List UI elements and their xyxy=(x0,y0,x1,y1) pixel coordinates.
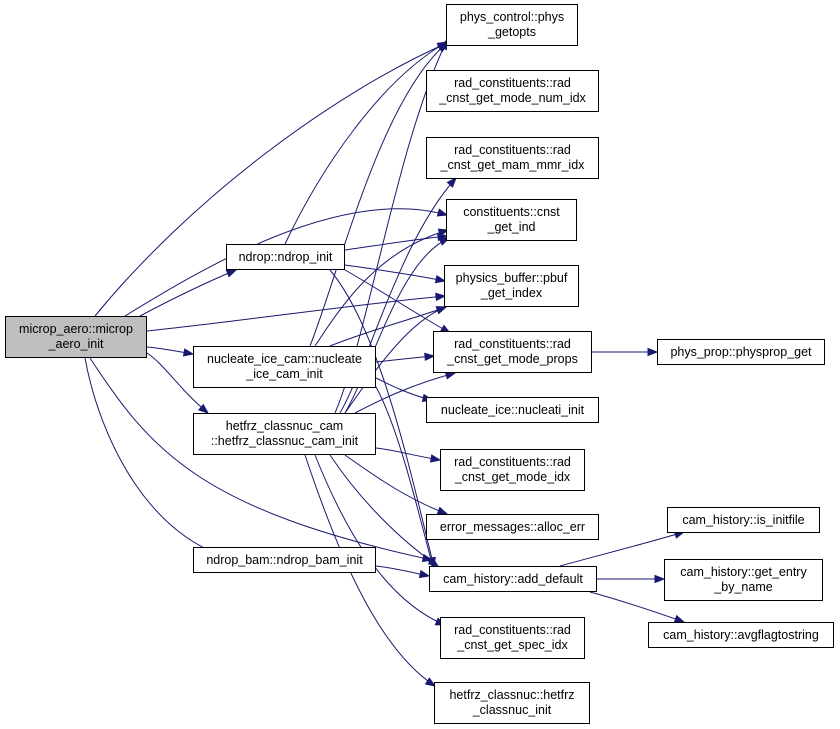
node-label-line1: error_messages::alloc_err xyxy=(439,519,586,534)
edge-nucleate-to-pbuf-get-index xyxy=(329,306,447,347)
edge-microp-to-add-default xyxy=(89,357,433,561)
node-label-line1: cam_history::add_default xyxy=(443,571,583,586)
node-label-line1: hetfrz_classnuc::hetfrz xyxy=(449,688,575,702)
node-label-line2: _cnst_get_spec_idx xyxy=(457,638,568,652)
edge-nucleate-to-rad-cnst-get-mode-props-arrowhead xyxy=(424,352,436,362)
edge-microp-to-nucleate-ice-cam-init-arrowhead xyxy=(182,348,195,357)
node-label-line1: physics_buffer::pbuf xyxy=(455,271,568,285)
node-label-line1: phys_prop::physprop_get xyxy=(670,344,812,359)
node-hetfrz-classnuc-cam-init[interactable]: hetfrz_classnuc_cam ::hetfrz_classnuc_ca… xyxy=(193,413,376,455)
edge-ndrop-to-phys-getopts xyxy=(284,41,448,245)
edge-hetfrz-to-rad-cnst-get-mam-mmr-idx xyxy=(339,177,457,414)
node-label-line2: _ice_cam_init xyxy=(246,367,323,381)
node-label-line1: rad_constituents::rad xyxy=(454,455,571,469)
node-label-line1: microp_aero::microp xyxy=(19,322,133,336)
edge-hetfrz-to-add-default-arrowhead xyxy=(427,557,440,567)
node-label-line2: _cnst_get_mam_mmr_idx xyxy=(440,158,585,172)
node-label-line2: _getopts xyxy=(488,25,536,39)
edge-ndrop-to-pbuf-get-index-arrowhead xyxy=(434,274,447,284)
node-label-line1: ndrop::ndrop_init xyxy=(238,249,333,264)
node-nucleate-ice-cam-init[interactable]: nucleate_ice_cam::nucleate _ice_cam_init xyxy=(193,346,376,388)
edge-microp-to-cnst-get-ind xyxy=(124,208,448,317)
node-cnst-get-ind[interactable]: constituents::cnst _get_ind xyxy=(446,199,577,241)
node-label-line1: cam_history::is_initfile xyxy=(682,512,805,527)
edge-hetfrz-to-hetfrz-classnuc-init-arrowhead xyxy=(424,677,437,687)
edge-microp-to-pbuf-get-index xyxy=(146,295,446,332)
node-ndrop-init[interactable]: ndrop::ndrop_init xyxy=(226,244,345,270)
node-avgflagtostring[interactable]: cam_history::avgflagtostring xyxy=(648,622,834,648)
edge-hetfrz-to-rad-cnst-get-mam-mmr-idx-arrowhead xyxy=(446,176,457,188)
edge-hetfrz-to-alloc-err xyxy=(344,454,448,515)
edge-hetfrz-to-pbuf-get-index-arrowhead xyxy=(435,306,448,315)
node-label-line1: ndrop_bam::ndrop_bam_init xyxy=(206,552,363,567)
edge-hetfrz-to-cnst-get-ind xyxy=(344,237,450,414)
node-alloc-err[interactable]: error_messages::alloc_err xyxy=(426,514,599,540)
node-nucleati-init[interactable]: nucleate_ice::nucleati_init xyxy=(426,397,599,423)
edge-hetfrz-to-rad-cnst-get-mode-idx-arrowhead xyxy=(429,454,442,463)
edge-microp-to-phys-getopts xyxy=(94,42,448,317)
node-label-line1: nucleate_ice_cam::nucleate xyxy=(207,352,362,366)
edge-microp-to-ndrop-bam-init xyxy=(84,357,238,561)
edge-ndrop-bam-to-add-default-arrowhead xyxy=(418,569,431,579)
edge-nucleate-to-phys-getopts xyxy=(309,42,448,347)
edge-mode-props-to-physprop-get-arrowhead xyxy=(647,347,659,357)
edge-ndrop-to-add-default xyxy=(329,269,435,568)
node-add-default[interactable]: cam_history::add_default xyxy=(429,566,597,592)
node-label-line2: _get_ind xyxy=(487,220,536,234)
edge-microp-to-ndrop-init-arrowhead xyxy=(225,269,238,278)
node-label-line1: nucleate_ice::nucleati_init xyxy=(440,402,585,417)
node-microp-aero-init[interactable]: microp_aero::microp _aero_init xyxy=(5,316,147,358)
node-label-line1: rad_constituents::rad xyxy=(454,623,571,637)
node-rad-cnst-get-spec-idx[interactable]: rad_constituents::rad _cnst_get_spec_idx xyxy=(440,617,585,659)
node-rad-cnst-get-mode-props[interactable]: rad_constituents::rad _cnst_get_mode_pro… xyxy=(433,331,592,373)
edge-hetfrz-to-hetfrz-classnuc-init xyxy=(304,454,436,687)
edge-add-default-to-is-initfile xyxy=(559,531,685,567)
edge-ndrop-to-pbuf-get-index xyxy=(344,264,446,282)
edge-hetfrz-to-rad-cnst-get-mode-props xyxy=(354,372,456,414)
edge-microp-to-ndrop-init xyxy=(139,269,237,317)
node-rad-cnst-get-mam-mmr-idx[interactable]: rad_constituents::rad _cnst_get_mam_mmr_… xyxy=(426,137,599,179)
edge-ndrop-to-cnst-get-ind xyxy=(344,235,448,251)
node-label-line2: _aero_init xyxy=(48,337,104,351)
edge-nucleate-to-cnst-get-ind xyxy=(314,229,449,347)
node-label-line2: _by_name xyxy=(714,580,773,594)
node-label-line2: _get_index xyxy=(480,286,543,300)
node-label-line1: rad_constituents::rad xyxy=(454,76,571,90)
node-physprop-get[interactable]: phys_prop::physprop_get xyxy=(657,339,825,365)
edge-nucleate-to-add-default xyxy=(374,384,434,568)
node-pbuf-get-index[interactable]: physics_buffer::pbuf _get_index xyxy=(444,265,579,307)
node-label-line1: cam_history::avgflagtostring xyxy=(663,627,819,642)
node-rad-cnst-get-mode-idx[interactable]: rad_constituents::rad _cnst_get_mode_idx xyxy=(440,449,585,491)
node-get-entry-by-name[interactable]: cam_history::get_entry _by_name xyxy=(664,559,823,601)
edge-add-default-to-get-entry-by-name-arrowhead xyxy=(654,574,666,584)
node-hetfrz-classnuc-init[interactable]: hetfrz_classnuc::hetfrz _classnuc_init xyxy=(434,682,590,724)
edge-microp-to-hetfrz-classnuc-cam-init xyxy=(146,352,209,414)
node-label-line2: _cnst_get_mode_idx xyxy=(454,470,571,484)
edge-microp-to-pbuf-get-index-arrowhead xyxy=(435,292,447,302)
edge-microp-to-cnst-get-ind-arrowhead xyxy=(436,208,449,217)
edge-nucleate-to-cnst-get-ind-arrowhead xyxy=(437,228,450,237)
edge-ndrop-to-rad-cnst-get-mode-props xyxy=(344,269,451,334)
edge-hetfrz-to-pbuf-get-index xyxy=(344,306,447,414)
edge-hetfrz-to-rad-cnst-get-mode-idx xyxy=(375,447,441,461)
node-label-line2: ::hetfrz_classnuc_cam_init xyxy=(210,434,359,448)
edge-microp-to-hetfrz-classnuc-cam-init-arrowhead xyxy=(197,403,210,414)
node-phys-getopts[interactable]: phys_control::phys _getopts xyxy=(446,4,578,46)
node-label-line1: cam_history::get_entry xyxy=(680,565,807,579)
node-rad-cnst-get-mode-num-idx[interactable]: rad_constituents::rad _cnst_get_mode_num… xyxy=(426,70,599,112)
node-label-line2: _cnst_get_mode_props xyxy=(447,352,578,366)
node-label-line1: constituents::cnst xyxy=(463,205,560,219)
node-ndrop-bam-init[interactable]: ndrop_bam::ndrop_bam_init xyxy=(193,547,376,573)
node-label-line1: rad_constituents::rad xyxy=(454,143,571,157)
node-label-line2: _cnst_get_mode_num_idx xyxy=(439,91,586,105)
node-is-initfile[interactable]: cam_history::is_initfile xyxy=(667,507,820,533)
node-label-line2: _classnuc_init xyxy=(472,703,552,717)
edge-add-default-to-avgflagtostring xyxy=(589,591,685,623)
node-label-line1: hetfrz_classnuc_cam xyxy=(225,419,344,433)
node-label-line1: phys_control::phys xyxy=(459,10,565,24)
node-label-line1: rad_constituents::rad xyxy=(454,337,571,351)
edge-layer xyxy=(84,39,685,687)
